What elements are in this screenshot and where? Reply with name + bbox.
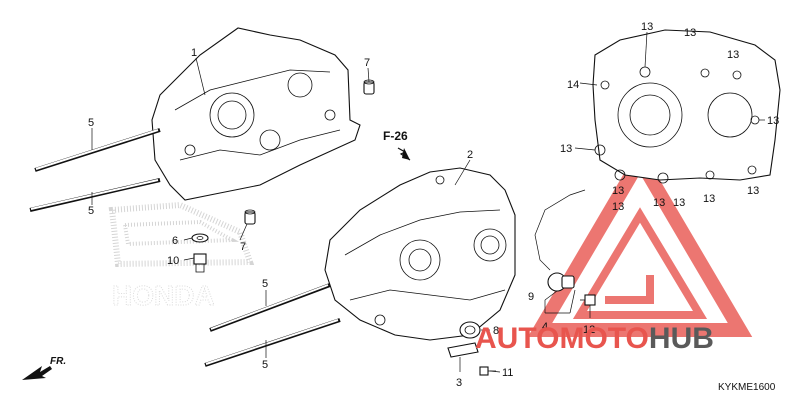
honda-wing-logo: HONDA [108, 201, 255, 312]
sealing-washer [191, 233, 209, 243]
stud-bolt-upper-2 [29, 178, 161, 212]
watermark-triangle-logo [527, 146, 753, 337]
callout-5-lower-1: 5 [262, 278, 268, 290]
crankcase-gasket [592, 29, 781, 184]
callout-13-g: 13 [653, 197, 665, 209]
callout-13-b: 13 [684, 27, 696, 39]
oil-seal [459, 321, 481, 339]
honda-wordmark: HONDA [112, 280, 215, 311]
setting-plate [447, 342, 479, 358]
sensor-with-wire [534, 189, 586, 292]
forward-direction-indicator: FR. [22, 356, 66, 380]
callout-13-i: 13 [703, 193, 715, 205]
diagram-code: KYKME1600 [718, 382, 776, 393]
callout-13-k: 13 [612, 185, 624, 197]
callout-13-f: 13 [612, 201, 624, 213]
reference-f26: F-26 [383, 129, 411, 161]
drain-bolt [193, 253, 207, 273]
stud-bolt-lower-1 [209, 283, 331, 332]
callout-1: 1 [191, 47, 197, 59]
flange-bolt-small [479, 366, 496, 376]
watermark-part-hub: HUB [649, 322, 714, 355]
callout-5-upper-2: 5 [88, 205, 94, 217]
callout-4: 4 [542, 321, 548, 333]
callout-13-a: 13 [641, 21, 653, 33]
callout-13-d: 13 [767, 115, 779, 127]
callout-13-j: 13 [747, 185, 759, 197]
watermark-part-auto: AUTO [475, 322, 559, 355]
crankcase-right-half [151, 27, 361, 201]
callout-13-c: 13 [727, 49, 739, 61]
callout-3: 3 [456, 377, 462, 389]
callout-2: 2 [467, 149, 473, 161]
watermark-wordmark: AUTOMOTOHUB [475, 322, 714, 355]
dowel-pin-upper [363, 79, 375, 95]
callout-13-h: 13 [673, 197, 685, 209]
callout-7-lower: 7 [240, 241, 246, 253]
stud-bolt-upper-1 [34, 128, 161, 172]
callout-8: 8 [493, 325, 499, 337]
callout-9: 9 [528, 291, 534, 303]
callout-14: 14 [567, 79, 579, 91]
callout-6: 6 [172, 235, 178, 247]
crankcase-left-half [324, 167, 516, 341]
direction-label: FR. [50, 356, 66, 367]
callout-5-lower-2: 5 [262, 359, 268, 371]
callout-10: 10 [167, 255, 179, 267]
callout-labels: 1 7 5 5 6 10 7 2 5 5 9 4 12 8 3 11 13 13… [88, 21, 779, 389]
stud-bolt-lower-2 [204, 318, 341, 367]
callout-11: 11 [502, 367, 513, 379]
callout-12: 12 [583, 324, 595, 336]
leader-lines [91, 31, 765, 373]
callout-13-e: 13 [560, 143, 572, 155]
callout-5-upper-1: 5 [88, 117, 94, 129]
dowel-pin-lower [244, 209, 256, 225]
svg-text:AUTOMOTOHUB: AUTOMOTOHUB [475, 322, 714, 355]
watermark-part-moto: MOTO [559, 322, 648, 355]
direction-arrow-icon [22, 366, 52, 380]
callout-7-upper: 7 [364, 57, 370, 69]
reference-label: F-26 [383, 129, 408, 143]
